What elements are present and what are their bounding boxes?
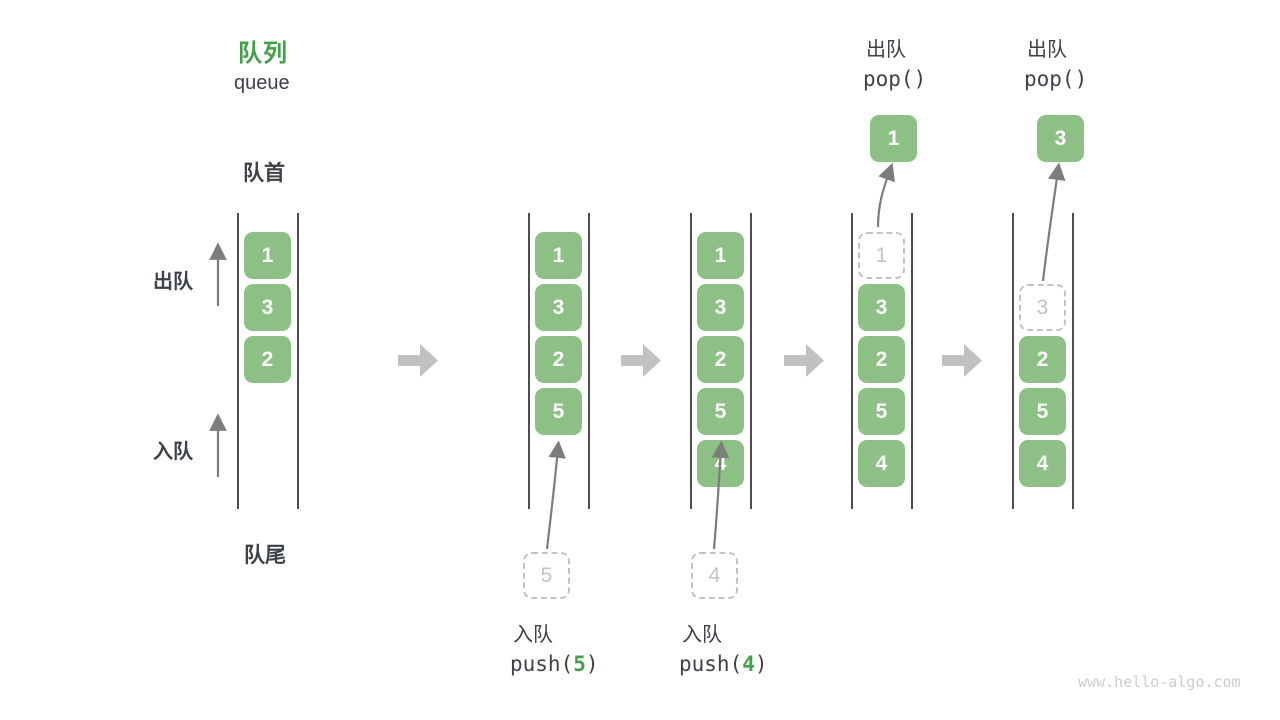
rear-label: 队尾 xyxy=(244,544,286,567)
removed-value-cell: 1 xyxy=(858,232,905,279)
queue-cell: 2 xyxy=(858,336,905,383)
push-fn: push( xyxy=(510,652,574,676)
queue-left-wall xyxy=(690,213,692,509)
watermark: www.hello-algo.com xyxy=(1078,673,1241,691)
queue-cell: 3 xyxy=(244,284,291,331)
page-subtitle: queue xyxy=(234,72,290,94)
pop-arrow-icon xyxy=(876,162,896,228)
queue-cell: 1 xyxy=(244,232,291,279)
next-stage-arrow-icon xyxy=(621,344,661,377)
queue-right-wall xyxy=(588,213,590,509)
queue-left-wall xyxy=(1012,213,1014,509)
queue-cell: 3 xyxy=(697,284,744,331)
queue-right-wall xyxy=(297,213,299,509)
queue-cell: 5 xyxy=(697,388,744,435)
queue-cell: 4 xyxy=(697,440,744,487)
push-code: push(5) xyxy=(510,652,599,676)
pending-value-cell: 4 xyxy=(691,552,738,599)
queue-cell: 2 xyxy=(697,336,744,383)
queue-left-wall xyxy=(237,213,239,509)
queue-cell: 3 xyxy=(858,284,905,331)
queue-cell: 2 xyxy=(244,336,291,383)
pop-label: 出队 xyxy=(866,39,906,61)
push-close: ) xyxy=(585,652,599,676)
push-arrow-icon xyxy=(545,440,566,550)
push-close: ) xyxy=(754,652,768,676)
page-title: 队列 xyxy=(238,40,288,67)
next-stage-arrow-icon xyxy=(942,344,982,377)
pop-label: 出队 xyxy=(1027,39,1067,61)
popped-value-cell: 3 xyxy=(1037,115,1084,162)
dequeue-side-label: 出队 xyxy=(153,271,193,293)
push-fn: push( xyxy=(679,652,743,676)
popped-value-cell: 1 xyxy=(870,115,917,162)
removed-value-cell: 3 xyxy=(1019,284,1066,331)
push-label: 入队 xyxy=(513,624,553,646)
queue-right-wall xyxy=(1072,213,1074,509)
queue-cell: 5 xyxy=(1019,388,1066,435)
push-arg: 4 xyxy=(742,652,755,676)
queue-cell: 4 xyxy=(1019,440,1066,487)
queue-cell: 2 xyxy=(535,336,582,383)
queue-cell: 5 xyxy=(858,388,905,435)
queue-cell: 1 xyxy=(697,232,744,279)
next-stage-arrow-icon xyxy=(398,344,438,377)
push-code: push(4) xyxy=(679,652,768,676)
pop-code: pop() xyxy=(863,67,927,91)
queue-left-wall xyxy=(851,213,853,509)
queue-right-wall xyxy=(750,213,752,509)
queue-cell: 2 xyxy=(1019,336,1066,383)
queue-cell: 3 xyxy=(535,284,582,331)
front-label: 队首 xyxy=(243,162,285,185)
next-stage-arrow-icon xyxy=(784,344,824,377)
pop-code: pop() xyxy=(1024,67,1088,91)
pop-arrow-icon xyxy=(1041,162,1066,282)
queue-cell: 1 xyxy=(535,232,582,279)
enqueue-side-label: 入队 xyxy=(153,441,193,463)
push-arg: 5 xyxy=(573,652,586,676)
push-label: 入队 xyxy=(682,624,722,646)
queue-cell: 5 xyxy=(535,388,582,435)
queue-right-wall xyxy=(911,213,913,509)
queue-left-wall xyxy=(528,213,530,509)
pending-value-cell: 5 xyxy=(523,552,570,599)
queue-cell: 4 xyxy=(858,440,905,487)
